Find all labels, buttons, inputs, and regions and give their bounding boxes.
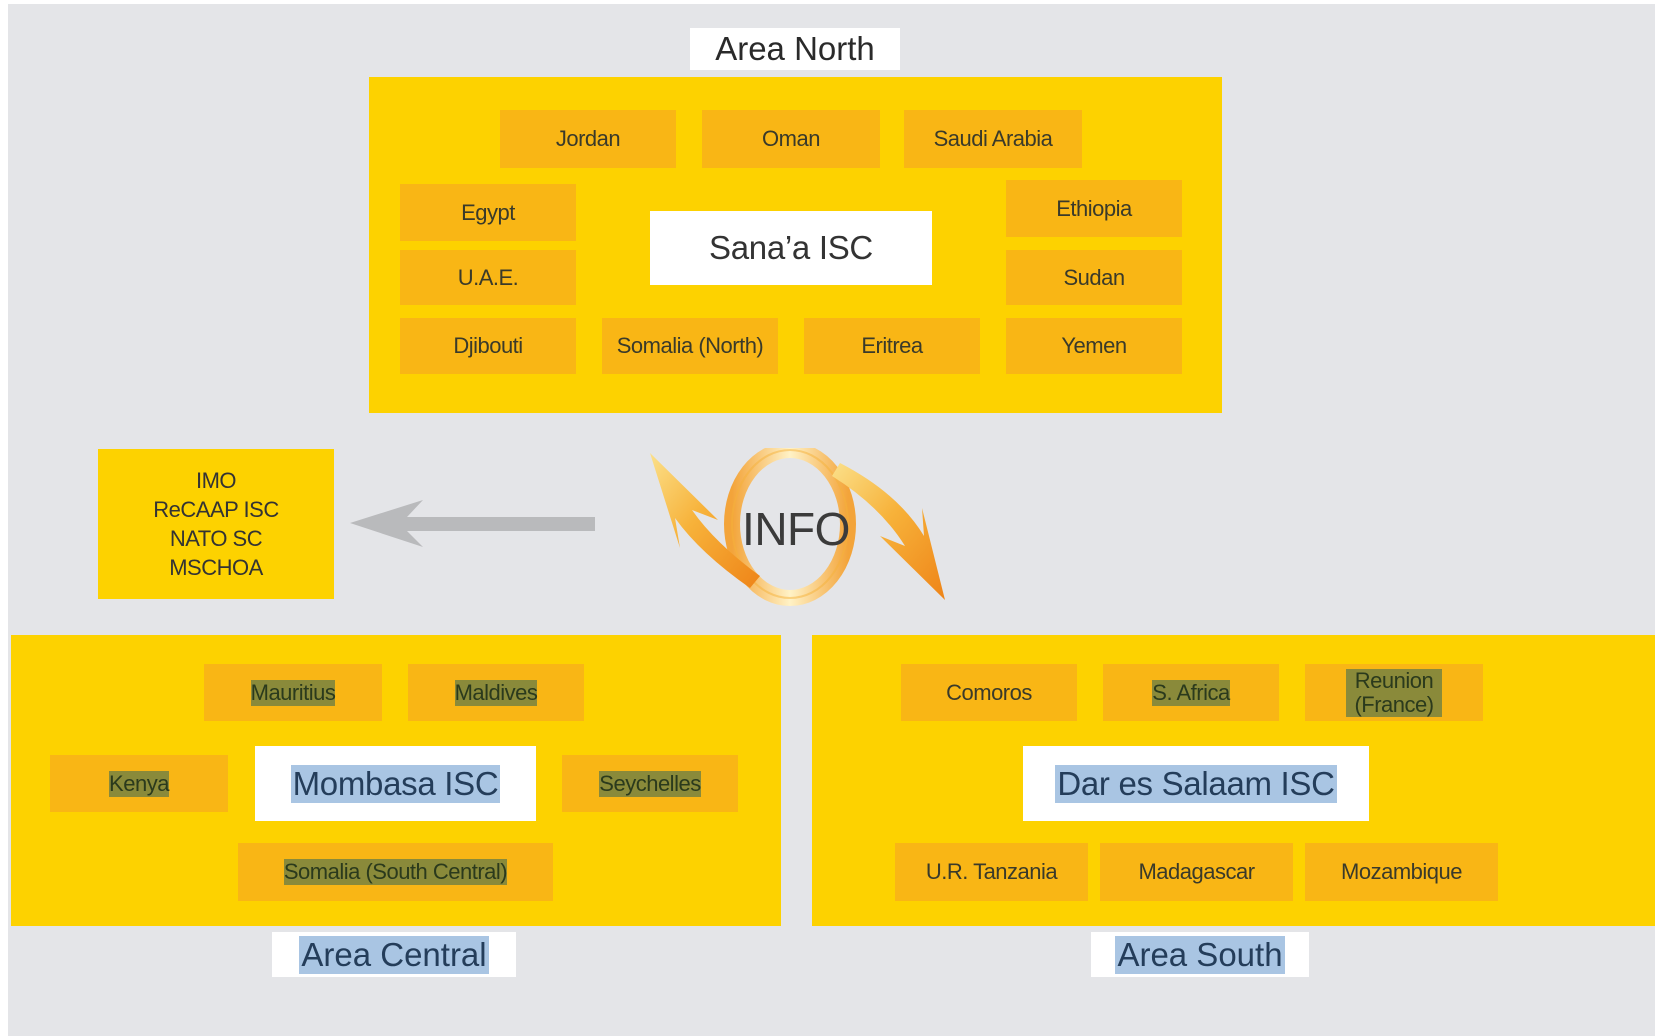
country-ur-tanzania: U.R. Tanzania (895, 843, 1088, 901)
country-oman: Oman (702, 110, 880, 168)
area-central-label: Area Central (272, 932, 516, 977)
country-somalia-south-central: Somalia (South Central) (238, 843, 553, 901)
country-yemen: Yemen (1006, 318, 1182, 374)
sanaa-isc-box: Sana’a ISC (650, 211, 932, 285)
country-madagascar: Madagascar (1100, 843, 1293, 901)
area-north-label: Area North (690, 28, 900, 70)
country-jordan: Jordan (500, 110, 676, 168)
info-label: INFO (742, 503, 850, 555)
org-recaap-isc: ReCAAP ISC (153, 497, 279, 522)
country-kenya: Kenya (50, 755, 228, 812)
info-exchange-arrows-icon (650, 448, 945, 606)
country-saudi-arabia: Saudi Arabia (904, 110, 1082, 168)
country-comoros: Comoros (901, 664, 1077, 721)
country-egypt: Egypt (400, 184, 576, 241)
country-ethiopia: Ethiopia (1006, 180, 1182, 237)
dar-es-salaam-isc-label: Dar es Salaam ISC (1055, 764, 1337, 803)
country-reunion-france: Reunion (France) (1305, 664, 1483, 721)
country-maldives: Maldives (408, 664, 584, 721)
org-nato-sc: NATO SC (169, 526, 263, 551)
country-sudan: Sudan (1006, 250, 1182, 305)
country-seychelles: Seychelles (562, 755, 738, 812)
gray-arrow-icon (350, 500, 595, 547)
country-djibouti: Djibouti (400, 318, 576, 374)
organisations-box: IMO ReCAAP ISC NATO SC MSCHOA (98, 449, 334, 599)
mombasa-isc-box: Mombasa ISC (255, 746, 536, 821)
sanaa-isc-label: Sana’a ISC (709, 229, 873, 266)
dar-es-salaam-isc-box: Dar es Salaam ISC (1023, 746, 1369, 821)
country-s-africa: S. Africa (1103, 664, 1279, 721)
country-mauritius: Mauritius (204, 664, 382, 721)
area-central-label-text: Area Central (299, 935, 489, 974)
mombasa-isc-label: Mombasa ISC (290, 764, 501, 803)
country-uae: U.A.E. (400, 250, 576, 305)
area-north-label-text: Area North (715, 30, 875, 67)
country-mozambique: Mozambique (1305, 843, 1498, 901)
country-eritrea: Eritrea (804, 318, 980, 374)
org-imo: IMO (195, 468, 237, 493)
area-south-label: Area South (1091, 932, 1309, 977)
country-somalia-north: Somalia (North) (602, 318, 778, 374)
org-mschoa: MSCHOA (169, 555, 263, 580)
area-south-label-text: Area South (1115, 935, 1285, 974)
